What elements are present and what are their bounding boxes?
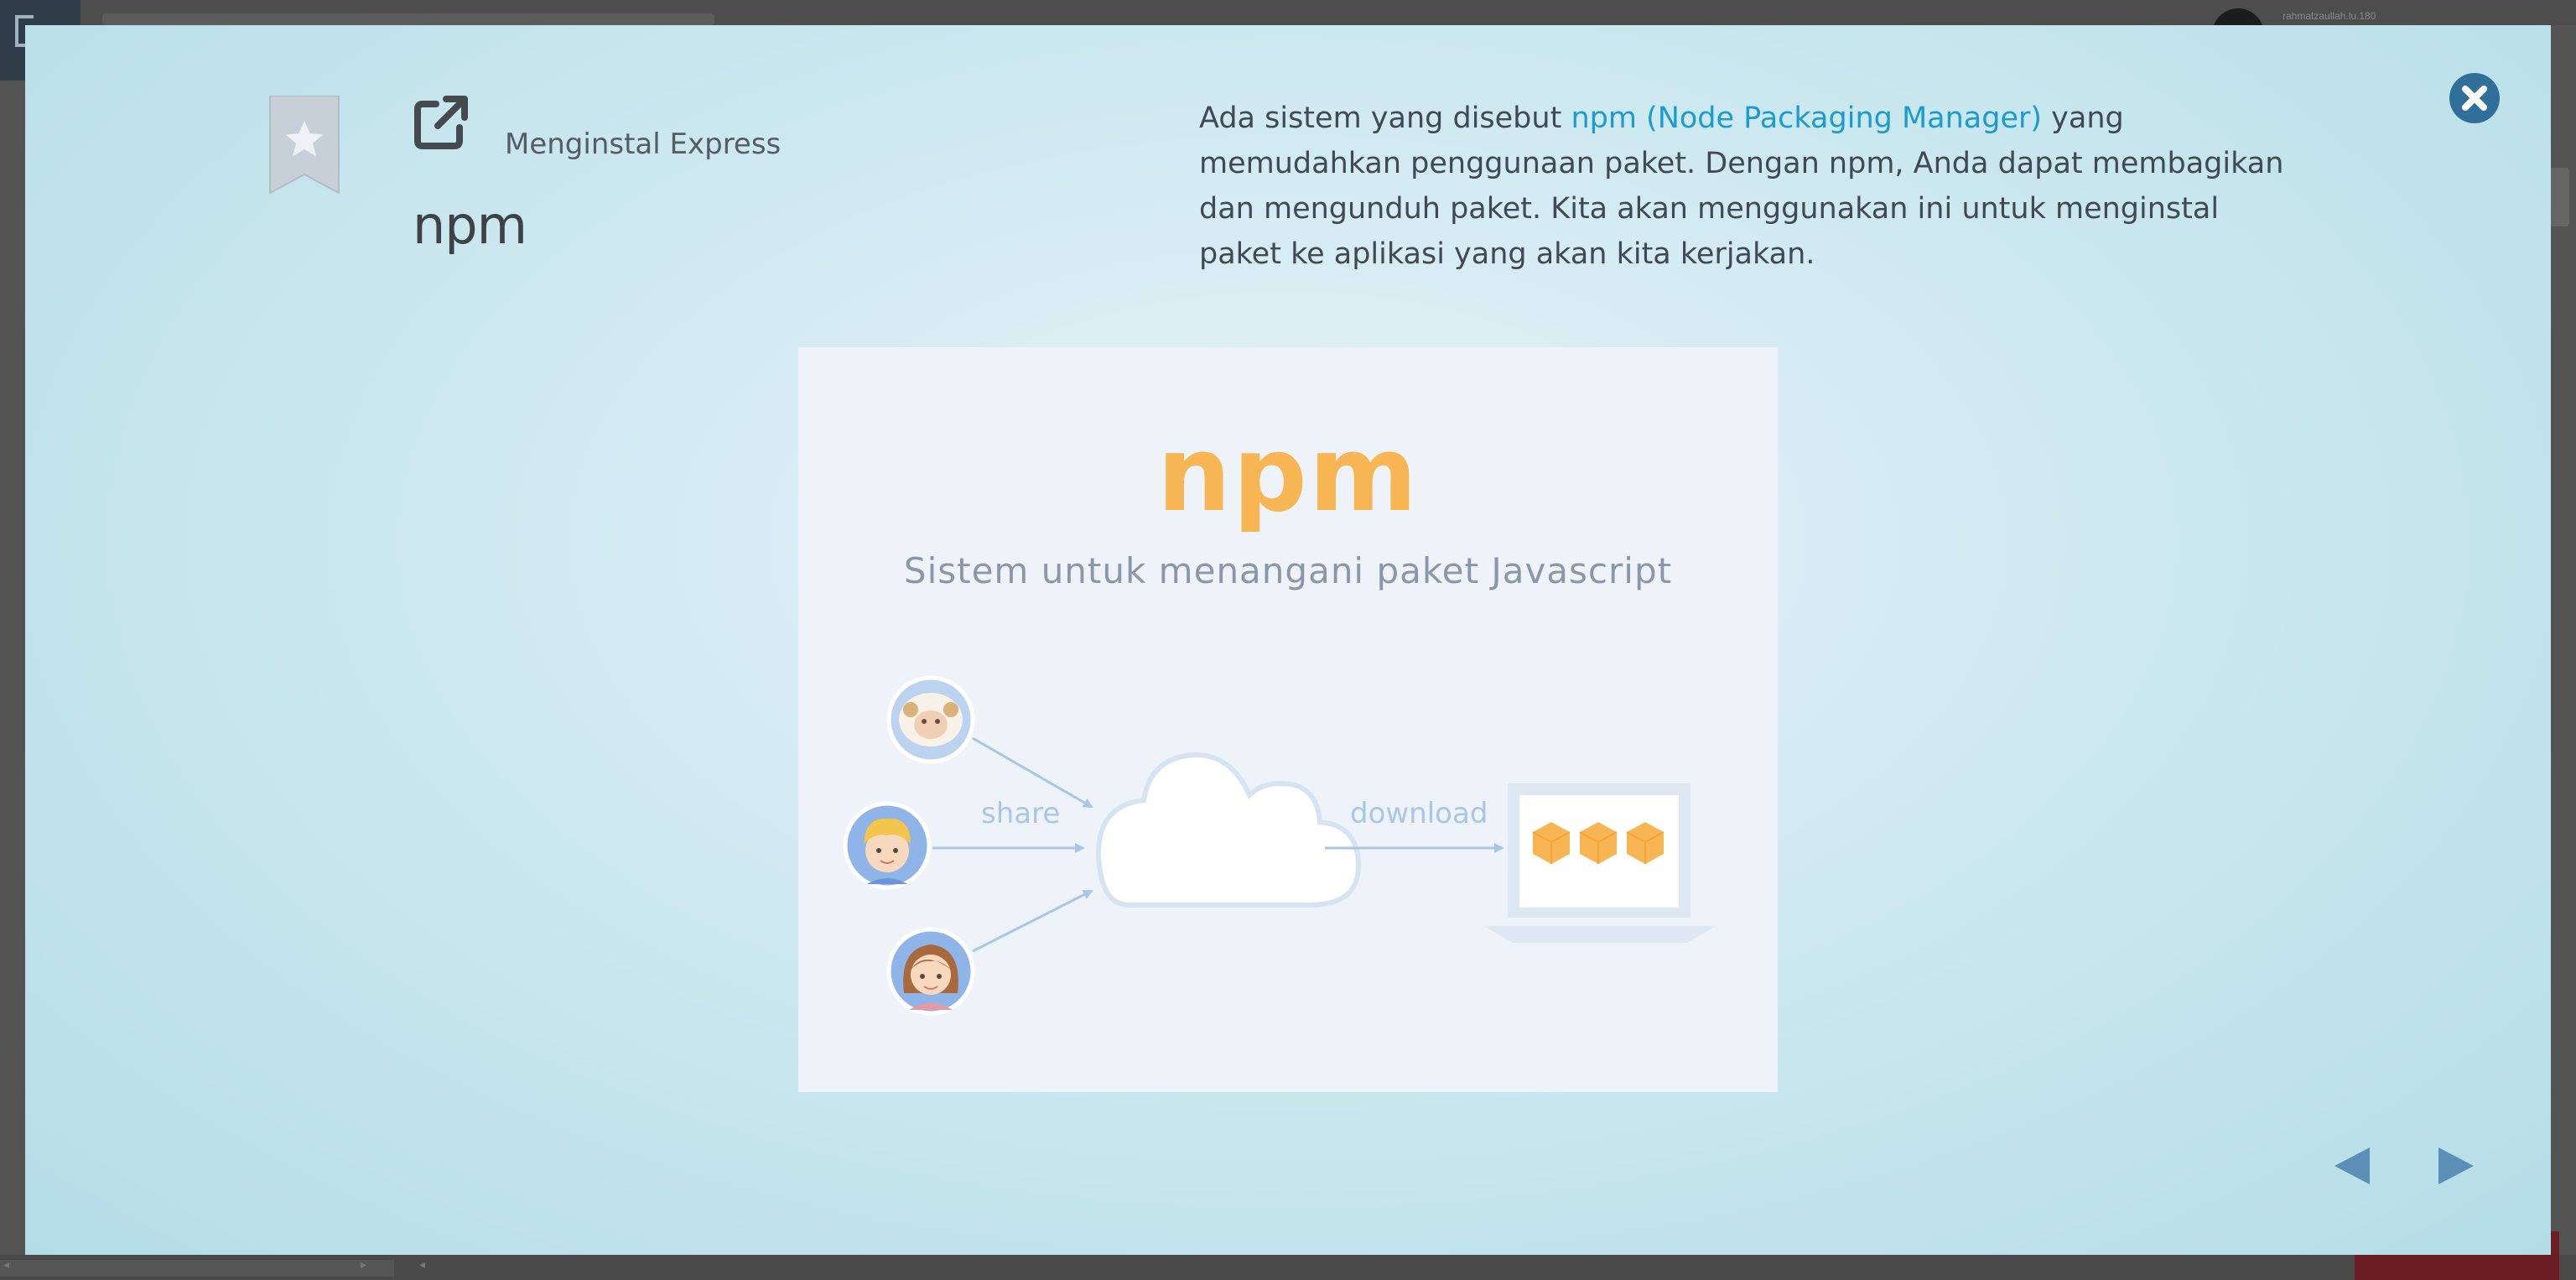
share-label: share <box>981 797 1061 830</box>
previous-button[interactable] <box>2328 1141 2378 1191</box>
background-scroll-left-icon: ◂ <box>419 1258 426 1272</box>
arrow-sheep-to-cloud <box>972 736 1093 809</box>
lesson-description: Ada sistem yang disebut npm (Node Packag… <box>1199 96 2289 277</box>
girl-avatar-icon <box>886 927 975 1016</box>
description-text-after: yang memudahkan penggunaan paket. Dengan… <box>1199 101 2284 271</box>
background-scroll-left-icon: ◂ <box>3 1258 10 1272</box>
page-title: npm <box>413 195 527 256</box>
background-horizontal-scrollbar <box>0 1260 394 1277</box>
package-boxes-icon <box>1532 822 1665 864</box>
breadcrumb[interactable]: Menginstal Express <box>505 127 782 161</box>
arrow-left-icon <box>2334 1147 2370 1184</box>
sheep-avatar-icon <box>886 675 975 764</box>
background-bottombar <box>0 1255 2576 1280</box>
bookmark-star-icon[interactable] <box>268 96 340 195</box>
next-button[interactable] <box>2430 1141 2480 1191</box>
slide-image: npm Sistem untuk menangani paket Javascr… <box>798 347 1778 1092</box>
description-text-before: Ada sistem yang disebut <box>1199 101 1571 135</box>
download-label: download <box>1350 797 1488 830</box>
close-icon[interactable] <box>2449 72 2501 124</box>
background-search-bar <box>102 13 714 25</box>
boy-avatar-icon <box>843 801 932 890</box>
laptop-icon <box>1484 783 1716 943</box>
background-scrollbar <box>2549 168 2569 226</box>
npm-link[interactable]: npm (Node Packaging Manager) <box>1571 101 2043 135</box>
npm-diagram <box>843 675 1716 1016</box>
background-username: rahmatzaullah.lu.180 <box>2283 10 2376 22</box>
background-scroll-right-icon: ▸ <box>361 1258 367 1272</box>
external-link-icon[interactable] <box>411 92 471 153</box>
cloud-icon <box>1095 752 1362 908</box>
slide-subtitle: Sistem untuk menangani paket Javascript <box>903 550 1673 591</box>
arrow-girl-to-cloud <box>972 889 1093 953</box>
arrow-right-icon <box>2438 1147 2474 1184</box>
lesson-modal: Menginstal Express npm Ada sistem yang d… <box>25 25 2551 1255</box>
npm-logo: npm <box>1156 414 1420 535</box>
